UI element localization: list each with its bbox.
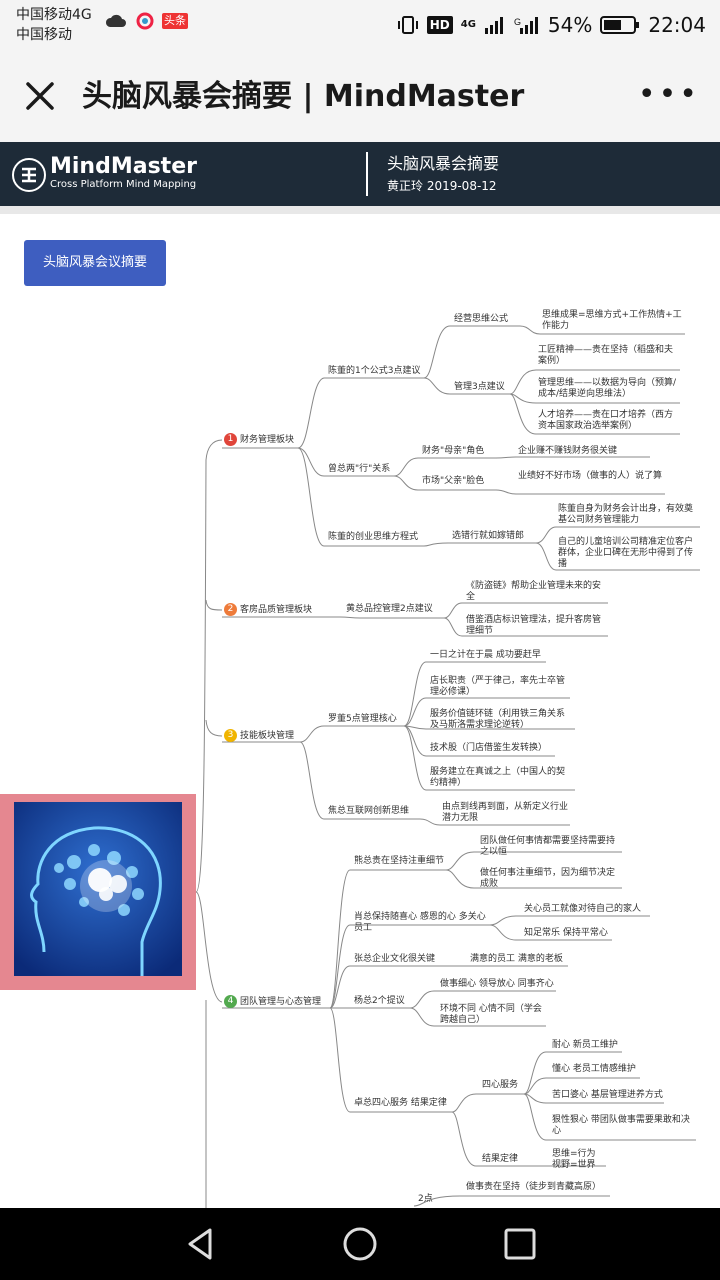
topic-node[interactable]: 2点 (418, 1194, 433, 1204)
topic-node[interactable]: 管理思维——以数据为导向（预算/成本/结果逆向思维法） (538, 378, 677, 399)
topic-node[interactable]: 技术股（门店借鉴生发转换） (430, 743, 548, 753)
mindmap-canvas[interactable] (0, 214, 720, 1208)
central-topic-image[interactable] (0, 794, 196, 990)
connector-lines (195, 325, 700, 1208)
topic-node[interactable]: 陈董的创业思维方程式 (328, 532, 419, 542)
topic-node[interactable]: 业绩好不好市场（做事的人）说了算 (518, 471, 663, 481)
topic-node[interactable]: 卓总四心服务 结果定律 (354, 1098, 447, 1108)
recents-icon[interactable] (500, 1224, 540, 1264)
status-bar: 中国移动4G 中国移动 头条 HD 4G G 54% 22:04 (0, 0, 720, 52)
topic-node[interactable]: 做任何事注重细节，因为细节决定成败 (480, 868, 616, 889)
topic-node[interactable]: 耐心 新员工维护 (552, 1040, 618, 1050)
doc-author-date: 黄正玲 2019-08-12 (387, 179, 497, 193)
topic-node[interactable]: 选错行就如嫁错郎 (452, 531, 525, 541)
more-options-icon[interactable]: ••• (637, 77, 700, 112)
topic-node[interactable]: 市场"父亲"脸色 (422, 476, 485, 486)
battery-percent: 54% (547, 13, 593, 37)
signal-icon (484, 17, 503, 34)
mindmaster-logo-icon (12, 158, 46, 192)
brain-gears-image (14, 802, 182, 976)
signal-icon-2: G (514, 17, 538, 34)
topic-node[interactable]: 肖总保持随喜心 感恩的心 多关心员工 (354, 912, 486, 933)
topic-node[interactable]: 服务建立在真诚之上（中国人的契约精神） (430, 767, 566, 788)
topic-node[interactable]: 黄总品控管理2点建议 (346, 604, 433, 614)
clock: 22:04 (648, 13, 706, 37)
brand-subtitle: Cross Platform Mind Mapping (50, 179, 197, 190)
topic-node[interactable]: 财务"母亲"角色 (422, 446, 485, 456)
summary-title-button[interactable]: 头脑风暴会议摘要 (24, 240, 166, 286)
branch-number-badge: 4 (224, 995, 237, 1008)
branch-label: 团队管理与心态管理 (240, 997, 322, 1007)
status-right: HD 4G G 54% 22:04 (397, 10, 706, 40)
topic-node[interactable]: 四心服务 (482, 1080, 519, 1090)
home-icon[interactable] (340, 1224, 380, 1264)
close-icon[interactable] (22, 78, 58, 114)
topic-node[interactable]: 满意的员工 满意的老板 (470, 954, 563, 964)
topic-node[interactable]: 结果定律 (482, 1154, 519, 1164)
branch-label: 财务管理板块 (240, 435, 295, 445)
topic-node[interactable]: 由点到线再到面，从新定义行业潜力无限 (442, 802, 569, 823)
topic-node[interactable]: 一日之计在于晨 成功要赶早 (430, 650, 541, 660)
topic-node[interactable]: 思维=行为 视野=世界 (552, 1149, 596, 1170)
hd-badge: HD (426, 16, 453, 34)
topic-node[interactable]: 借鉴酒店标识管理法，提升客房管理细节 (466, 615, 602, 636)
topic-node[interactable]: 懂心 老员工情感维护 (552, 1064, 636, 1074)
topic-node[interactable]: 企业赚不赚钱财务很关键 (518, 446, 618, 456)
cloud-icon (105, 14, 126, 27)
branch-number-badge: 1 (224, 433, 237, 446)
branch-label: 技能板块管理 (240, 731, 295, 741)
topic-node[interactable]: 思维成果=思维方式+工作热情+工作能力 (542, 310, 682, 331)
topic-node[interactable]: 服务价值链环链（利用铁三角关系及马斯洛需求理论逆转） (430, 709, 566, 730)
carrier-primary: 中国移动4G (16, 7, 92, 23)
doc-title: 头脑风暴会摘要 (387, 154, 500, 173)
mindmaster-header: MindMaster Cross Platform Mind Mapping 头… (0, 142, 720, 206)
topic-node[interactable]: 苦口婆心 基层管理进养方式 (552, 1090, 663, 1100)
topic-node[interactable]: 陈董自身为财务会计出身，有效奠基公司财务管理能力 (558, 504, 694, 525)
network-type: 4G (460, 19, 476, 30)
app-ring-icon (136, 12, 154, 30)
topic-node[interactable]: 人才培养——贵在口才培养（西方资本国家政治选举案例） (538, 410, 674, 431)
topic-node[interactable]: 知足常乐 保持平常心 (524, 928, 608, 938)
topic-node[interactable]: 焦总互联网创新思维 (328, 806, 410, 816)
topic-node[interactable]: 陈董的1个公式3点建议 (328, 366, 421, 376)
topic-node[interactable]: 熊总贵在坚持注重细节 (354, 856, 445, 866)
back-icon[interactable] (180, 1224, 220, 1264)
notification-icons: 头条 (104, 12, 188, 30)
topic-node[interactable]: 工匠精神——贵在坚持（稻盛和夫案例） (538, 345, 674, 366)
topic-node[interactable]: 关心员工就像对待自己的家人 (524, 904, 642, 914)
svg-text:G: G (514, 17, 521, 27)
branch-number-badge: 2 (224, 603, 237, 616)
topic-node[interactable]: 狠性狠心 带团队做事需要果敢和决心 (552, 1115, 690, 1136)
header-divider (366, 152, 368, 196)
topic-node[interactable]: 做事贵在坚持（徒步到青藏高原） (466, 1182, 602, 1192)
divider-strip (0, 206, 720, 214)
carrier-secondary: 中国移动 (16, 27, 72, 43)
topic-node[interactable]: 环境不同 心情不同（学会跨越自己） (440, 1004, 542, 1025)
topic-node[interactable]: 管理3点建议 (454, 382, 505, 392)
battery-icon (600, 16, 640, 34)
topic-node[interactable]: 曾总两"行"关系 (328, 464, 391, 474)
branch-label: 客房品质管理板块 (240, 605, 313, 615)
vibrate-icon (397, 16, 418, 34)
topic-node[interactable]: 自己的儿童培训公司精准定位客户群体，企业口碑在无形中得到了传播 (558, 537, 694, 569)
topic-node[interactable]: 张总企业文化很关键 (354, 954, 436, 964)
brand-name: MindMaster (50, 154, 197, 179)
topic-node[interactable]: 杨总2个提议 (354, 996, 405, 1006)
topic-node[interactable]: 团队做任何事情都需要坚持需要持之以恒 (480, 836, 616, 857)
topic-node[interactable]: 经营思维公式 (454, 314, 509, 324)
toutiao-badge-icon: 头条 (162, 13, 188, 29)
page-title: 头脑风暴会摘要 | MindMaster (82, 79, 525, 114)
system-navbar (0, 1208, 720, 1280)
topic-node[interactable]: 做事细心 领导放心 同事齐心 (440, 979, 554, 989)
branch-number-badge: 3 (224, 729, 237, 742)
topic-node[interactable]: 《防盗链》帮助企业管理未来的安全 (466, 581, 602, 602)
topic-node[interactable]: 罗董5点管理核心 (328, 714, 397, 724)
app-topbar: 头脑风暴会摘要 | MindMaster ••• (0, 52, 720, 142)
topic-node[interactable]: 店长职责（严于律己，率先士卒管理必修课） (430, 676, 566, 697)
